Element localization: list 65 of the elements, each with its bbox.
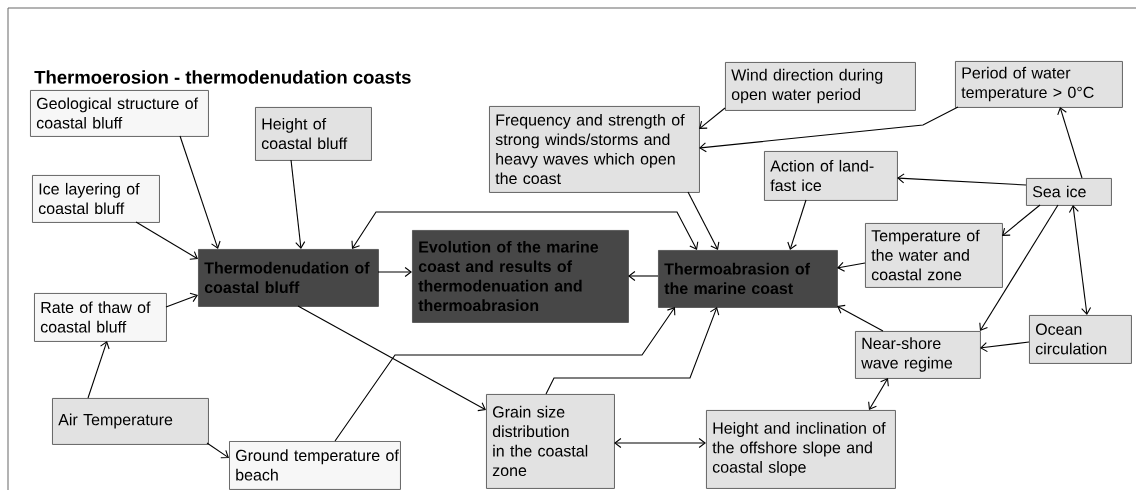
box-text: Frequency and strength of strong winds/storms and heavy waves which open the coast (495, 113, 685, 185)
box-text: Height and inclination of the offshore slope and coastal slope (712, 422, 886, 476)
factor-box (1029, 315, 1132, 364)
arrow (377, 266, 412, 278)
arrow (165, 292, 198, 308)
arrow (837, 304, 884, 332)
box-text: Ocean circulation (1035, 323, 1107, 355)
box-text: Air Temperature (58, 413, 173, 429)
arrow (687, 191, 720, 250)
arrow (837, 261, 866, 272)
arrow (628, 270, 659, 282)
arrow (290, 159, 306, 249)
factor-box (725, 62, 916, 111)
arrow (179, 135, 221, 249)
factor-box (855, 331, 981, 379)
process-box (412, 230, 629, 323)
arrow (135, 221, 198, 260)
factor-box (34, 293, 167, 342)
box-text: Height of coastal bluff (261, 117, 348, 150)
box-text: Rate of thaw of coastal bluff (40, 301, 151, 333)
arrow (1068, 205, 1092, 315)
factor-box (229, 441, 401, 490)
arrow (206, 442, 229, 459)
process-box (198, 249, 379, 307)
factor-box (32, 175, 160, 223)
factor-box (764, 151, 898, 201)
arrow (1057, 107, 1083, 179)
factor-box (486, 394, 615, 489)
arrow (897, 173, 1027, 186)
arrow (699, 107, 726, 129)
arrow (980, 341, 1030, 353)
arrow (1002, 204, 1041, 236)
box-text: Temperature of the water and coastal zone (871, 229, 980, 281)
factor-box (1026, 178, 1112, 206)
box-text: Period of water temperature > 0°C (961, 66, 1094, 102)
arrow (334, 307, 676, 442)
factor-box (706, 410, 896, 489)
process-box (658, 250, 838, 308)
arrow (87, 341, 110, 399)
arrow (699, 106, 959, 153)
box-text: Ice layering of coastal bluff (38, 182, 140, 215)
box-text: Ground temperature of beach (236, 449, 399, 481)
arrow (979, 204, 1059, 331)
arrow (545, 307, 720, 395)
box-text: Action of land-fast ice (770, 159, 874, 192)
box-text: Evolution of the marine coast and results of thermodenuation and thermoabrasion (418, 240, 599, 312)
box-text: Thermodenudation of coastal bluff (204, 261, 370, 294)
arrow (787, 199, 807, 250)
box-text: Geological structure of coastal bluff (36, 97, 199, 129)
arrow (351, 211, 699, 250)
factor-box (489, 106, 700, 193)
arrow (297, 305, 486, 412)
factor-box (955, 61, 1123, 108)
factor-box (865, 223, 1003, 288)
arrow (614, 437, 706, 449)
factor-box (52, 398, 209, 445)
factor-box (255, 107, 372, 161)
box-text: Thermoabrasion of the marine coast (664, 262, 811, 295)
box-text: Sea ice (1032, 185, 1086, 198)
arrow (868, 378, 889, 410)
box-text: Wind direction during open water period (731, 68, 883, 104)
box-text: Near-shore wave regime (861, 337, 953, 372)
title: Thermoerosion - thermodenudation coasts (34, 70, 411, 84)
box-text: Grain size distribution in the coastal zone (492, 405, 588, 477)
factor-box (30, 90, 209, 137)
